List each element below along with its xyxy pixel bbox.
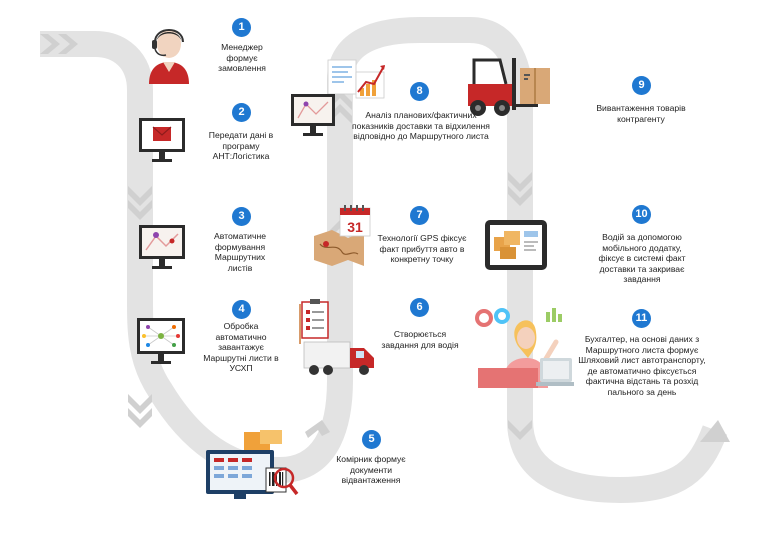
step-label-9: Вивантаження товарів контрагенту <box>596 103 686 124</box>
step-label-11: Бухгалтер, на основі даних з Маршрутного… <box>578 334 706 397</box>
calendar-map-icon: 31 <box>314 205 371 266</box>
step-number-4: 4 <box>232 300 251 319</box>
step-label-8: Аналіз планових/фактичних показників дос… <box>352 110 490 141</box>
step-number-3: 3 <box>232 207 251 226</box>
step-number-9: 9 <box>632 76 651 95</box>
step-number-8: 8 <box>410 82 429 101</box>
step-label-6: Створюється завдання для водія <box>381 329 459 350</box>
step-label-4: Обробка автоматично завантажує Маршрутні… <box>203 321 279 373</box>
step-number-6: 6 <box>410 298 429 317</box>
step-label-1: Менеджер формує замовлення <box>218 42 266 73</box>
monitor-chart-icon <box>291 59 385 136</box>
step-label-7: Технології GPS фіксує факт прибуття авто… <box>377 233 467 264</box>
step-number-10: 10 <box>632 205 651 224</box>
step-label-3: Автоматичне формування Маршрутних листів <box>214 231 266 273</box>
accountant-icon <box>475 308 574 388</box>
monitor-envelope-icon <box>139 118 185 162</box>
step-number-5: 5 <box>362 430 381 449</box>
tablet-boxes-icon <box>485 220 547 270</box>
calendar-day: 31 <box>347 219 363 235</box>
manager-headset-icon <box>149 29 189 84</box>
step-number-11: 11 <box>632 309 651 328</box>
truck-checklist-icon <box>299 299 374 375</box>
step-label-10: Водій за допомогою мобільного додатку, ф… <box>598 232 686 284</box>
step-label-2: Передати дані в програму АНТ:Логістика <box>208 130 274 161</box>
step-number-7: 7 <box>410 206 429 225</box>
step-label-5: Комірник формує документи відвантаження <box>336 454 406 485</box>
forklift-icon <box>468 58 550 116</box>
warehouse-barcode-icon <box>206 430 299 499</box>
monitor-network-icon <box>137 318 185 364</box>
step-number-2: 2 <box>232 103 251 122</box>
step-number-1: 1 <box>232 18 251 37</box>
monitor-map-icon <box>139 225 185 269</box>
